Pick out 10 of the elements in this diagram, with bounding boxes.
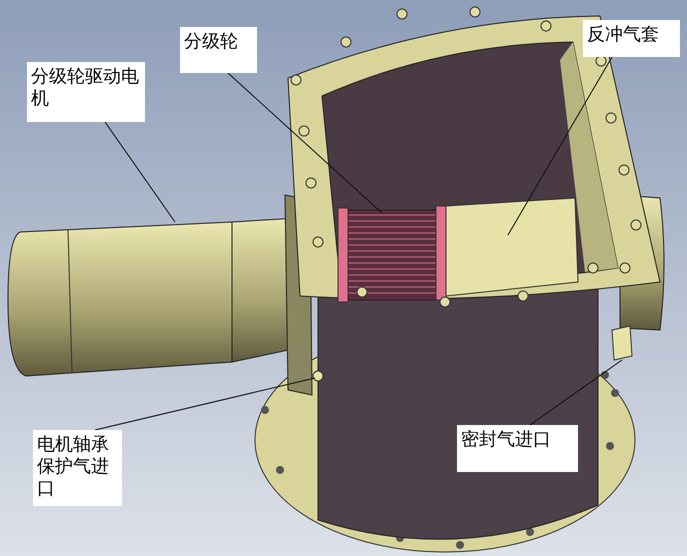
leader-line — [94, 378, 316, 430]
leader-line — [530, 360, 622, 426]
leader-line — [508, 56, 612, 236]
callout-label: 分级轮 — [180, 27, 257, 73]
leader-line — [228, 72, 382, 214]
callout-label: 密封气进口 — [457, 425, 578, 472]
callout-label: 电机轴承保护气进口 — [33, 430, 122, 506]
callout-label: 反冲气套 — [583, 20, 680, 57]
leader-line — [104, 122, 176, 222]
callout-label: 分级轮驱动电机 — [27, 62, 145, 122]
